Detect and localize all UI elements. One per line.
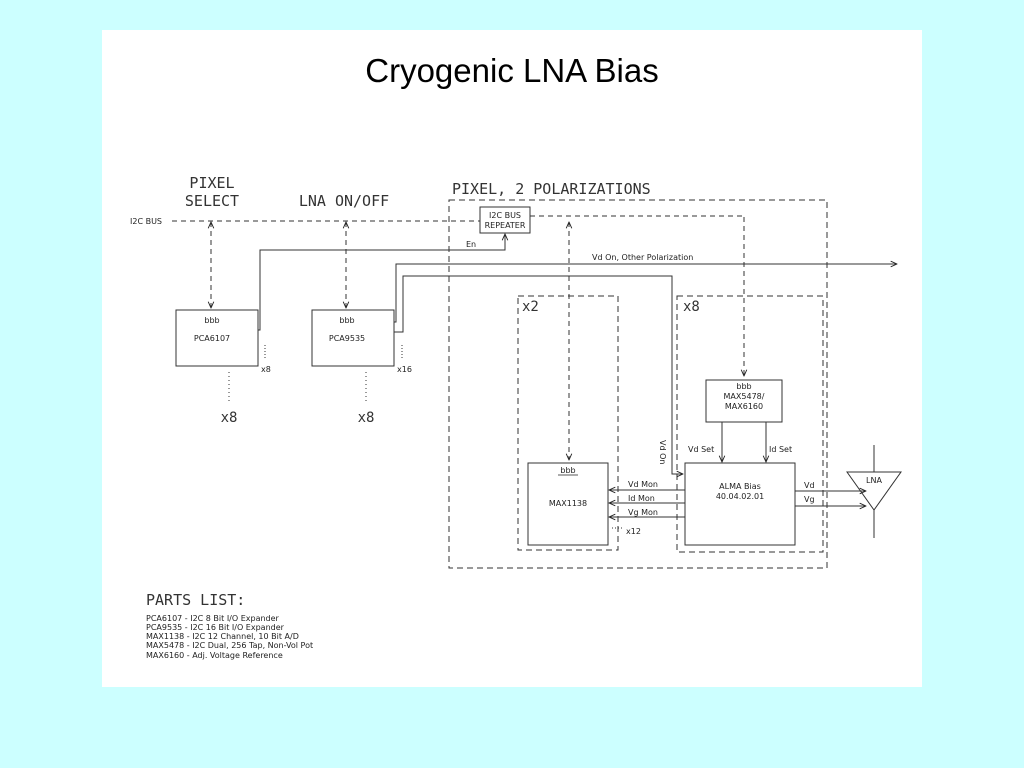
vd-other-label: Vd On, Other Polarization xyxy=(592,253,693,262)
pixel-box-label: PIXEL, 2 POLARIZATIONS xyxy=(452,180,651,198)
max5478-tag: bbb xyxy=(736,382,751,391)
parts-heading: PARTS LIST: xyxy=(146,591,245,609)
x8-label-b: x8 xyxy=(358,410,375,426)
x8-label-a: x8 xyxy=(221,410,238,426)
pca6107-name: PCA6107 xyxy=(194,334,230,343)
max5478-name-2: MAX6160 xyxy=(725,402,763,411)
x8-dashed-box xyxy=(676,295,824,553)
pixel-select-label-1: PIXEL xyxy=(189,174,234,192)
pca9535-name: PCA9535 xyxy=(329,334,365,343)
x2-label: x2 xyxy=(522,299,539,315)
en-label: En xyxy=(466,240,476,249)
alma-bias-box xyxy=(684,462,796,546)
repeater-label-1: I2C BUS xyxy=(489,211,521,220)
id-mon-label: Id Mon xyxy=(628,494,655,503)
vd-on-label: Vd On xyxy=(658,440,667,464)
i2c-bus-label: I2C BUS xyxy=(130,217,162,226)
max1138-tag: bbb xyxy=(560,466,575,475)
id-set-label: Id Set xyxy=(769,445,792,454)
vd-mon-label: Vd Mon xyxy=(628,480,658,489)
pca9535-box xyxy=(311,309,395,367)
pca9535-tag: bbb xyxy=(339,316,354,325)
max5478-box xyxy=(705,379,783,423)
x2-dashed-box xyxy=(517,295,619,551)
x8-small-label: x8 xyxy=(261,365,271,374)
vd-out-label: Vd xyxy=(804,481,815,490)
vg-out-label: Vg xyxy=(804,495,815,504)
repeater-label-2: REPEATER xyxy=(485,221,526,230)
lna-label: LNA xyxy=(866,476,882,485)
pixel-dashed-box xyxy=(448,199,828,569)
x16-label: x16 xyxy=(397,365,412,374)
parts-item-1: PCA6107 - I2C 8 Bit I/O Expander xyxy=(146,614,280,623)
pixel-select-label-2: SELECT xyxy=(185,192,239,210)
max1138-box xyxy=(527,462,609,546)
pca6107-tag: bbb xyxy=(204,316,219,325)
x12-label: x12 xyxy=(626,527,641,536)
max1138-name: MAX1138 xyxy=(549,499,587,508)
repeater-box xyxy=(479,206,531,234)
en-wire xyxy=(258,234,505,331)
parts-item-5: MAX6160 - Adj. Voltage Reference xyxy=(146,651,283,660)
parts-item-3: MAX1138 - I2C 12 Channel, 10 Bit A/D xyxy=(146,632,299,641)
pca6107-box xyxy=(175,309,259,367)
lna-onoff-label: LNA ON/OFF xyxy=(299,192,389,210)
slide-background xyxy=(102,30,922,687)
alma-name-1: ALMA Bias xyxy=(719,482,761,491)
vg-mon-label: Vg Mon xyxy=(628,508,658,517)
vd-on-wire xyxy=(394,275,683,474)
max5478-name-1: MAX5478/ xyxy=(724,392,765,401)
parts-item-4: MAX5478 - I2C Dual, 256 Tap, Non-Vol Pot xyxy=(146,641,313,650)
vd-other-wire xyxy=(394,264,897,323)
slide-title: Cryogenic LNA Bias xyxy=(365,52,659,89)
vd-set-label: Vd Set xyxy=(688,445,714,454)
parts-item-2: PCA9535 - I2C 16 Bit I/O Expander xyxy=(146,623,285,632)
x8-inner-label: x8 xyxy=(683,299,700,315)
alma-name-2: 40.04.02.01 xyxy=(716,492,764,501)
